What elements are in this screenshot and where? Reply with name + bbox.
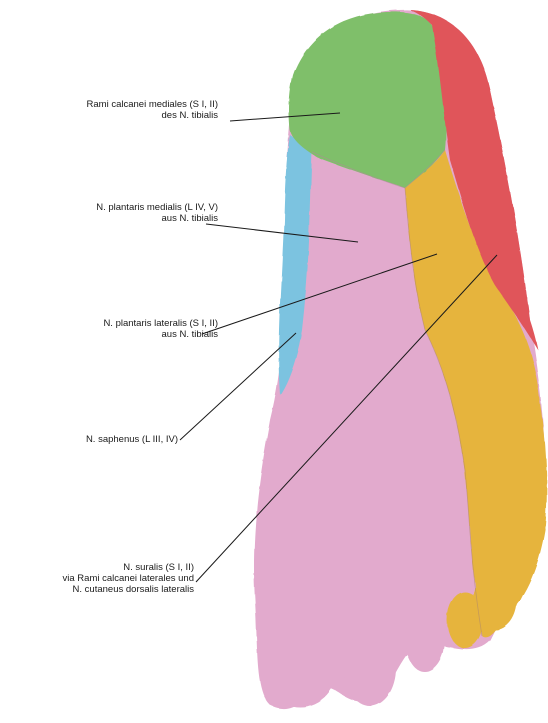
label-plantaris-medialis-line1: N. plantaris medialis (L IV, V): [96, 202, 218, 213]
label-calcanei-line2: des N. tibialis: [87, 110, 218, 121]
label-plantaris-lateralis-line2: aus N. tibialis: [103, 329, 218, 340]
label-suralis-line3: N. cutaneus dorsalis lateralis: [63, 584, 194, 595]
label-saphenus-line1: N. saphenus (L III, IV): [86, 434, 178, 445]
label-plantaris-lateralis: N. plantaris lateralis (S I, II) aus N. …: [103, 318, 218, 340]
label-suralis-line2: via Rami calcanei laterales und: [63, 573, 194, 584]
label-plantaris-medialis: N. plantaris medialis (L IV, V) aus N. t…: [96, 202, 218, 224]
label-calcanei-line1: Rami calcanei mediales (S I, II): [87, 99, 218, 110]
label-plantaris-medialis-line2: aus N. tibialis: [96, 213, 218, 224]
label-suralis: N. suralis (S I, II) via Rami calcanei l…: [63, 562, 194, 595]
toe-big: [262, 623, 338, 707]
label-suralis-line1: N. suralis (S I, II): [63, 562, 194, 573]
toe-second: [344, 630, 396, 706]
toe-fourth: [447, 592, 483, 648]
label-calcanei-mediales: Rami calcanei mediales (S I, II) des N. …: [87, 99, 218, 121]
label-plantaris-lateralis-line1: N. plantaris lateralis (S I, II): [103, 318, 218, 329]
toe-third: [405, 608, 445, 672]
label-saphenus: N. saphenus (L III, IV): [86, 434, 178, 445]
